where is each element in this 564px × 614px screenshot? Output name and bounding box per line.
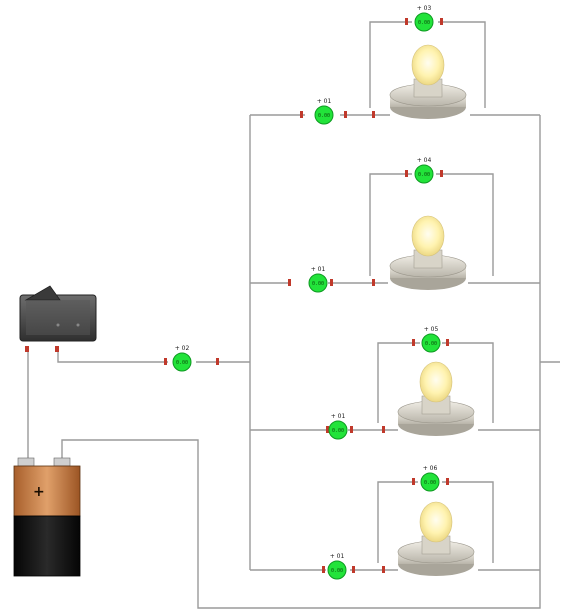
meter-value: 0.00 <box>418 172 430 178</box>
switch-terminals <box>25 346 59 352</box>
wires <box>27 21 560 609</box>
meter-value: 0.00 <box>424 480 436 486</box>
main-ammeter[interactable]: 0.00 + 02 <box>172 345 192 372</box>
battery-plus-sign: + <box>33 484 45 500</box>
branch-meter[interactable]: 0.00 + 01 <box>314 98 334 125</box>
branch-meter[interactable]: 0.00 + 01 <box>328 413 348 440</box>
meter-label: + 01 <box>330 553 345 560</box>
meter-value: 0.00 <box>318 113 330 119</box>
bulb-meter[interactable]: 0.00 + 06 <box>420 465 440 492</box>
branch-meter[interactable]: 0.00 + 01 <box>308 266 328 293</box>
rocker-switch[interactable] <box>19 285 97 352</box>
wire-branch-1-loop <box>369 21 486 108</box>
meter-label: + 01 <box>317 98 332 105</box>
meter-value: 0.00 <box>331 568 343 574</box>
wire-return <box>61 439 541 609</box>
terminal-markers <box>164 18 449 573</box>
bulb-meter[interactable]: 0.00 + 05 <box>421 326 441 353</box>
bulb-meter[interactable]: 0.00 + 04 <box>414 157 434 184</box>
meter-label: + 06 <box>423 465 438 472</box>
wire-branch-3-loop <box>377 342 494 423</box>
meter-label: + 02 <box>175 345 190 352</box>
light-bulb <box>389 44 467 119</box>
branch-meter[interactable]: 0.00 + 01 <box>327 553 347 580</box>
meter-label: + 03 <box>417 5 432 12</box>
wire-branch-4-loop <box>377 481 494 563</box>
wire-switch-main <box>57 350 168 363</box>
light-bulb <box>389 215 467 290</box>
light-bulb <box>397 361 475 436</box>
meter-label: + 01 <box>311 266 326 273</box>
light-bulb <box>397 501 475 576</box>
wire-branch-2-loop <box>369 173 494 276</box>
meter-label: + 05 <box>424 326 439 333</box>
meter-label: + 01 <box>331 413 346 420</box>
battery: + <box>13 457 81 577</box>
meter-value: 0.00 <box>418 20 430 26</box>
meter-label: + 04 <box>417 157 432 164</box>
meter-value: 0.00 <box>312 281 324 287</box>
bulb-meter[interactable]: 0.00 + 03 <box>414 5 434 32</box>
meter-value: 0.00 <box>176 360 188 366</box>
meter-value: 0.00 <box>332 428 344 434</box>
meter-value: 0.00 <box>425 341 437 347</box>
